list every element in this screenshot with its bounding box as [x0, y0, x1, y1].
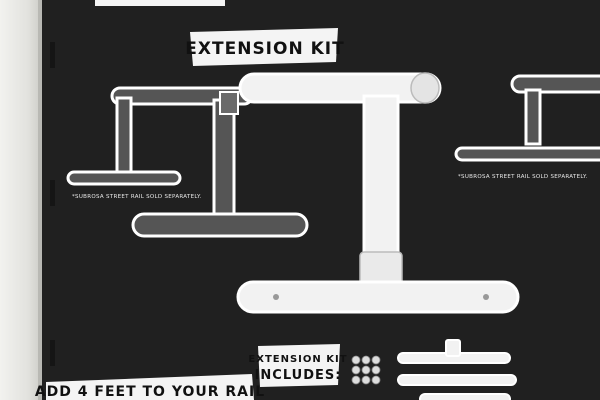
note-left: *SUBROSA STREET RAIL SOLD SEPARATELY.	[72, 194, 202, 200]
white-wall	[0, 0, 40, 400]
main-rail-illustration	[66, 72, 520, 314]
panel-clip	[50, 180, 55, 206]
panel-clip	[50, 42, 55, 68]
panel-clip	[50, 340, 55, 366]
kit-parts	[397, 339, 517, 400]
includes-line2: INCLUDES:	[255, 368, 342, 383]
black-poster-panel	[42, 0, 600, 400]
bottom-caption-text: ADD 4 FEET TO YOUR RAIL	[35, 384, 265, 400]
title-label: EXTENSION KIT	[185, 28, 344, 66]
bottom-caption-label: ADD 4 FEET TO YOUR RAIL	[35, 374, 265, 400]
top-label-remnant	[95, 0, 225, 6]
secondary-rail-illustration	[454, 74, 600, 162]
wall-edge	[38, 0, 44, 400]
includes-line1: EXTENSION KIT	[248, 354, 347, 365]
hardware-bolts	[351, 355, 381, 385]
note-right: *SUBROSA STREET RAIL SOLD SEPARATELY.	[458, 174, 588, 180]
title-text: EXTENSION KIT	[185, 39, 344, 59]
includes-label: EXTENSION KIT INCLUDES:	[248, 344, 347, 387]
